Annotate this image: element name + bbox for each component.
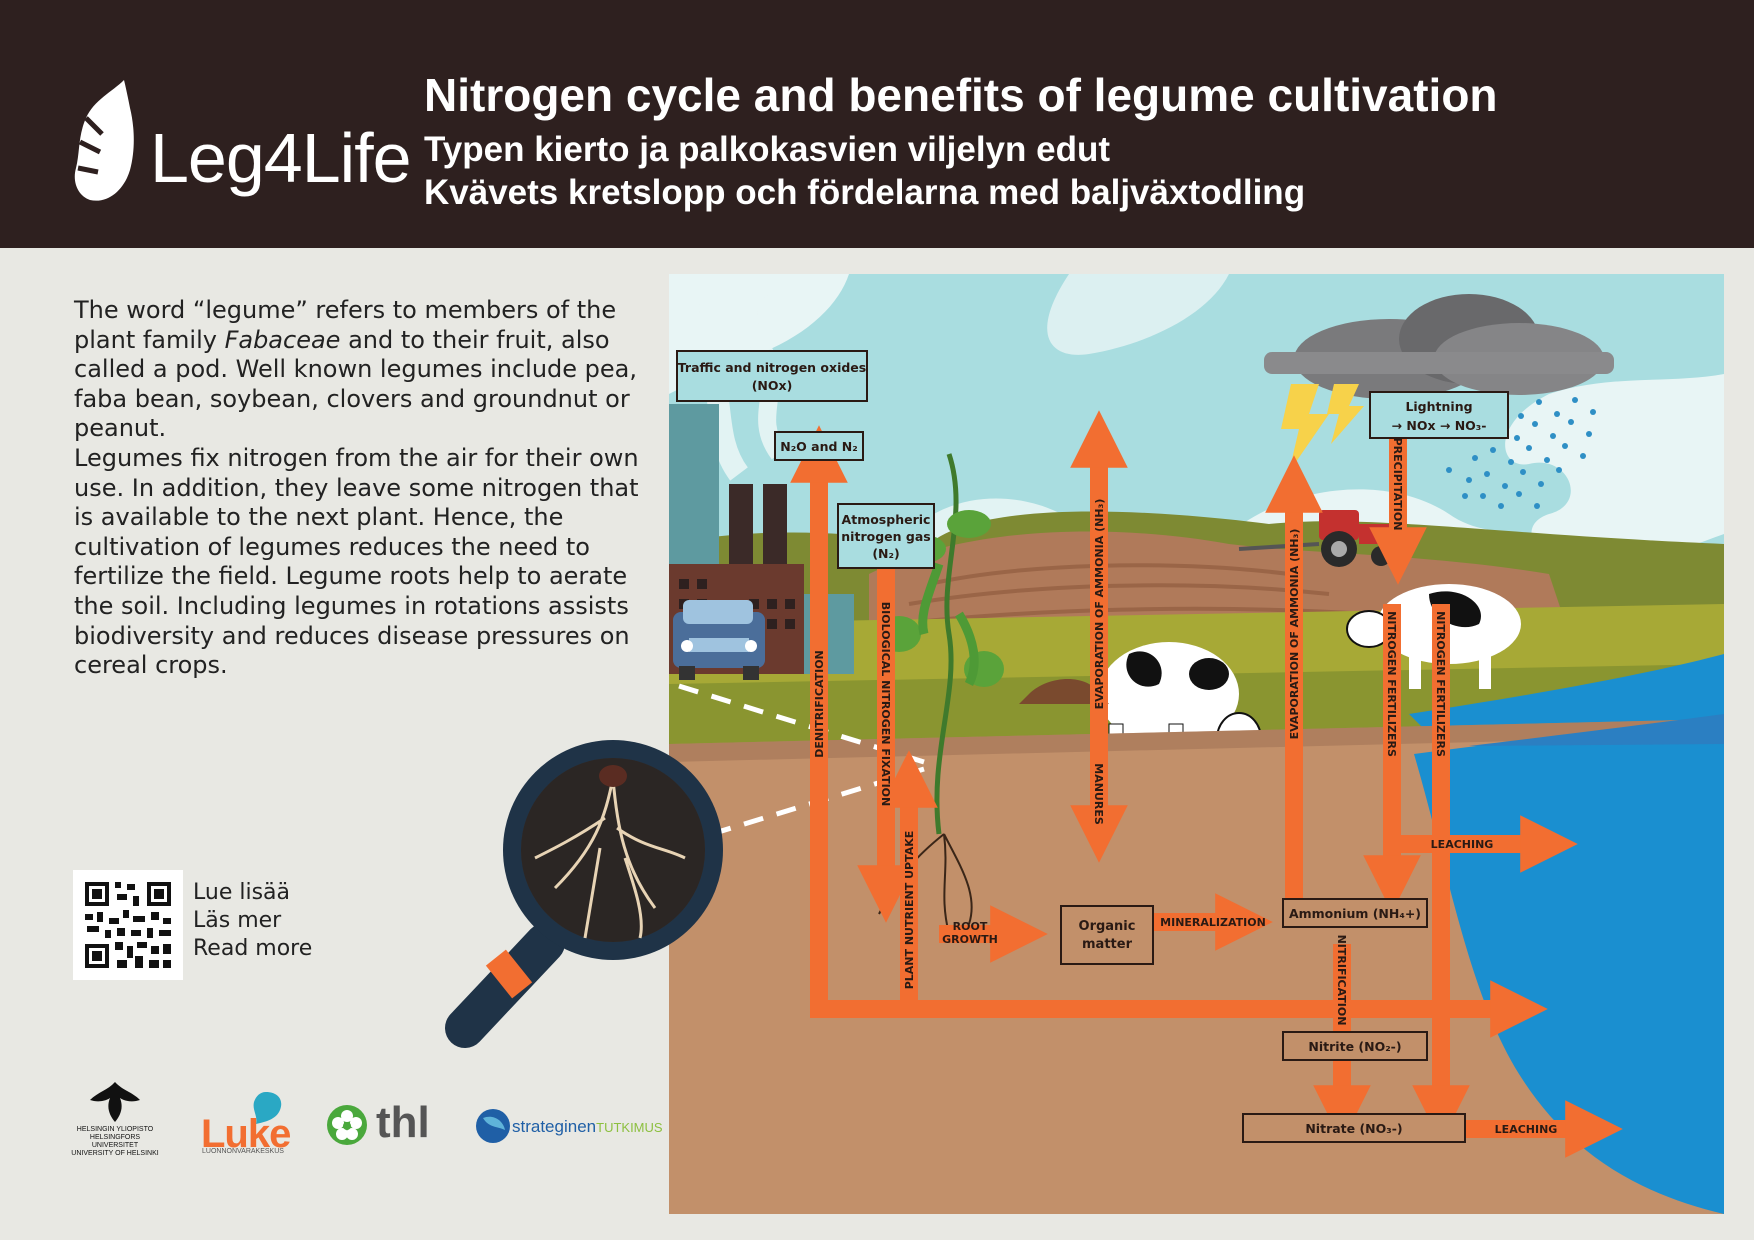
luke-subtitle: LUONNONVARAKESKUS: [202, 1148, 284, 1155]
luke-leaf-icon: [253, 1092, 282, 1124]
helsinki-logo-text: HELSINGIN YLIOPISTO HELSINGFORS UNIVERSI…: [70, 1126, 160, 1158]
leaching-label-2: LEACHING: [1495, 1123, 1558, 1136]
plant-uptake-label: PLANT NUTRIENT UPTAKE: [903, 831, 916, 990]
cloud-icon: [1264, 294, 1614, 399]
ammonium-label: Ammonium (NH₄+): [1289, 906, 1421, 921]
header: Leg4Life Nitrogen cycle and benefits of …: [0, 0, 1754, 248]
denitrification-label: DENITRIFICATION: [813, 650, 826, 758]
n2o-label: N₂O and N₂: [780, 439, 857, 454]
strategic-research-icon: [476, 1109, 510, 1143]
helsinki-logo-icon: [90, 1082, 140, 1122]
atm-label-3: (N₂): [872, 546, 899, 561]
intro-text-b: and to their fruit, also called a pod. W…: [74, 325, 638, 443]
lightning-label-1: Lightning: [1405, 399, 1472, 414]
leaching-label-1: LEACHING: [1431, 838, 1494, 851]
fertilizers-label-2: NITROGEN FERTILIZERS: [1434, 611, 1447, 757]
nitrogen-cycle-diagram: Traffic and nitrogen oxides (NOx) N₂O an…: [669, 274, 1724, 1214]
read-more-sv[interactable]: Läs mer: [193, 908, 282, 933]
mineralization-label: MINERALIZATION: [1160, 916, 1266, 929]
nitrite-label: Nitrite (NO₂-): [1308, 1039, 1401, 1054]
manures-label: MANURES: [1092, 763, 1105, 825]
atm-label-1: Atmospheric: [842, 512, 931, 527]
atm-label-2: nitrogen gas: [841, 529, 930, 544]
root-growth-label-2: GROWTH: [942, 933, 998, 946]
root-growth-label-1: ROOT: [953, 920, 988, 933]
thl-logo: thl: [376, 1098, 430, 1147]
traffic-label-2: (NOx): [752, 378, 793, 393]
organic-matter-1: Organic: [1079, 919, 1136, 934]
read-more-fi[interactable]: Lue lisää: [193, 880, 290, 905]
leaf-logo-icon: [74, 80, 134, 201]
thl-flower-icon: [327, 1105, 367, 1145]
lightning-label-2: → NOx → NO₃-: [1392, 418, 1487, 433]
intro-paragraph-1: The word “legume” refers to members of t…: [74, 296, 644, 444]
qr-code-icon[interactable]: [73, 870, 183, 980]
helsinki-text-1: HELSINGIN YLIOPISTO: [76, 1126, 154, 1133]
page-subtitle-fi: Typen kierto ja palkokasvien viljelyn ed…: [424, 130, 1110, 169]
strategic-text-1: strateginen: [512, 1117, 597, 1136]
luke-logo: Luke: [201, 1112, 291, 1156]
organic-matter-2: matter: [1082, 937, 1133, 952]
page-subtitle-sv: Kvävets kretslopp och fördelarna med bal…: [424, 173, 1306, 212]
nitrification-label: NITRIFICATION: [1335, 935, 1348, 1026]
fertilizers-label-1: NITROGEN FERTILIZERS: [1385, 611, 1398, 757]
traffic-label-1: Traffic and nitrogen oxides: [678, 360, 866, 375]
strategic-text-2: TUTKIMUS: [596, 1120, 663, 1135]
lightning-icon: [1281, 384, 1329, 472]
intro-paragraph-2: Legumes fix nitrogen from the air for th…: [74, 444, 639, 680]
bio-fixation-label: BIOLOGICAL NITROGEN FIXATION: [879, 602, 892, 806]
strategic-research-logo: strateginenTUTKIMUS: [512, 1117, 663, 1137]
page-title: Nitrogen cycle and benefits of legume cu…: [424, 69, 1498, 121]
magnifier-icon: [445, 740, 723, 1048]
intro-text-a: The word “legume” refers to members of t…: [74, 296, 617, 354]
helsinki-text-2: HELSINGFORS UNIVERSITET: [89, 1134, 141, 1149]
read-more-en[interactable]: Read more: [193, 936, 313, 961]
nitrate-label: Nitrate (NO₃-): [1305, 1121, 1402, 1136]
helsinki-text-3: UNIVERSITY OF HELSINKI: [71, 1150, 159, 1157]
car-icon: [673, 600, 765, 680]
evap-ammonia-label-1: EVAPORATION OF AMMONIA (NH₃): [1093, 499, 1106, 710]
brand-name: Leg4Life: [150, 119, 412, 197]
precipitation-label: PRECIPITATION: [1391, 438, 1404, 531]
evap-ammonia-label-2: EVAPORATION OF AMMONIA (NH₃): [1288, 529, 1301, 740]
intro-text-em: Fabaceae: [224, 325, 341, 354]
